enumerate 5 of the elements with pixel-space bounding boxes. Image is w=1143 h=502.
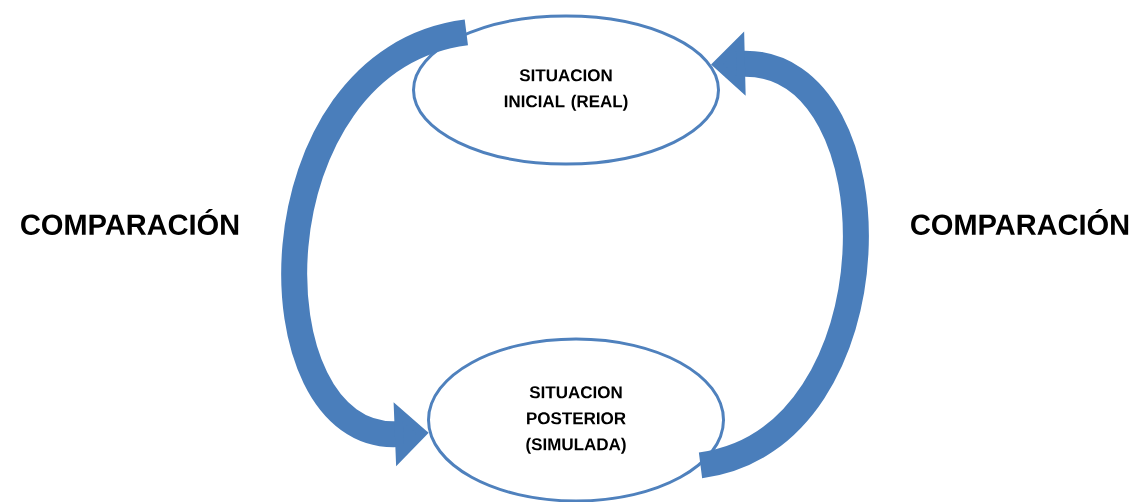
ellipse-node [412, 14, 720, 166]
edge-label: COMPARACIÓN [21, 209, 239, 235]
node-text: SITUACION POSTERIOR (SIMULADA) [526, 386, 626, 454]
edge-label: COMPARACIÓN [911, 209, 1129, 235]
node-text: SITUACION INICIAL (REAL) [504, 69, 628, 111]
